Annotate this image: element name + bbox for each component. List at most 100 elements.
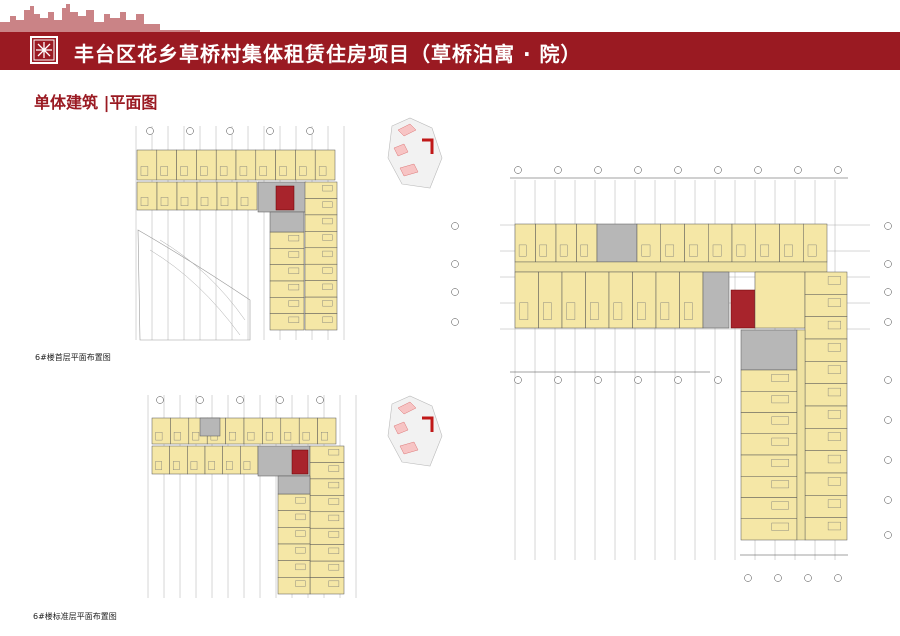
plan3-axis-bubble: [514, 376, 522, 384]
plan3-axis-bubble: [594, 376, 602, 384]
plan2-north-unit-bath: [321, 432, 328, 441]
plan3-north-unit-west-bath: [559, 244, 568, 257]
plan1-north-unit-bath: [299, 166, 307, 176]
plan3-north-unit-west-bath: [539, 244, 547, 257]
plan3-south-unit-bath: [590, 302, 599, 320]
plan1-stair: [275, 185, 295, 211]
plan2-key-plan: [387, 395, 443, 467]
plan2-east-inner-unit-bath: [295, 547, 306, 554]
plan3-east-unit-outer-bath: [827, 365, 841, 374]
plan2-key-plan-highlight: [422, 416, 434, 432]
plan2-north-unit-bath: [302, 432, 310, 441]
plan3-axis-bubble: [554, 376, 562, 384]
plan3-east-unit-inner-bath: [771, 416, 789, 425]
plan3-north-unit-east-bath: [760, 244, 770, 257]
plan2-south-unit-bath: [208, 461, 215, 470]
plan2-stair: [291, 449, 309, 475]
plan3-lobby: [754, 271, 806, 329]
plan1-east-inner-unit-bath: [288, 235, 300, 242]
plan3-east-unit-outer-bath: [827, 432, 841, 441]
plan3-east-unit-inner-bath: [771, 501, 789, 510]
plan1-south-unit-bath: [240, 197, 249, 206]
plan1-east-inner-unit: [269, 313, 305, 331]
plan2-north-unit-bath: [155, 432, 163, 441]
plan1-north-unit-bath: [180, 166, 188, 176]
plan1-axis-bubble: [266, 127, 274, 135]
plan1-north-unit-bath: [279, 166, 287, 176]
plan1-east-inner-unit-bath: [288, 300, 300, 307]
plan3-axis-bubble: [714, 166, 722, 174]
plan3-south-unit-bath: [543, 302, 552, 320]
plan1-key-plan: [387, 117, 443, 189]
plan3-east-unit-outer-bath: [827, 410, 841, 419]
plan1-axis-bubble: [186, 127, 194, 135]
plan2-south-unit-bath: [243, 461, 251, 470]
plan2-east-unit-bath: [328, 564, 340, 571]
plan1-south-unit-bath: [160, 197, 169, 206]
plan1-east-unit-bath: [322, 316, 333, 323]
plan1-key-plan-blocks: [393, 123, 419, 177]
plan2-axis-bubble: [196, 396, 204, 404]
plan3-east-unit-outer-bath: [827, 454, 841, 464]
plan1-south-unit-bath: [140, 197, 149, 206]
plan1-north-unit-bath: [160, 166, 168, 176]
plan1-east-unit-bath: [322, 300, 333, 307]
plan1-east-unit: [304, 313, 338, 331]
plan1-east-inner-unit-bath: [288, 251, 300, 258]
plan2-east-unit-bath: [328, 465, 340, 472]
plan3-east-unit-inner-bath: [771, 395, 789, 404]
ground-floor-caption: 6#楼首层平面布置图: [35, 353, 111, 362]
plan3-axis-bubble: [774, 574, 782, 582]
plan3-east-unit-outer-bath: [827, 320, 841, 330]
title-banner: 丰台区花乡草桥村集体租赁住房项目（草桥泊寓 · 院）: [0, 32, 900, 70]
plan3-axis-bubble: [884, 222, 892, 230]
plan2-north-unit-bath: [192, 432, 200, 441]
plan2-lift: [277, 475, 311, 495]
plan2-axis-bubble: [156, 396, 164, 404]
plan2-east-unit-bath: [328, 580, 340, 587]
plan3-corridor: [514, 261, 828, 273]
plan1-east-unit-bath: [322, 201, 333, 208]
plan2-east-unit-bath: [328, 481, 340, 489]
plan1-north-unit-bath: [219, 166, 228, 176]
plan3-south-unit-bath: [613, 302, 623, 320]
plan1-north-unit: [314, 149, 336, 181]
plan1-east-inner-unit-bath: [288, 267, 300, 274]
plan3-east-unit-outer-bath: [827, 298, 841, 307]
plan3-axis-bubble: [884, 456, 892, 464]
plan1-landscape-curve: [149, 239, 246, 336]
plan3-axis-bubble: [754, 166, 762, 174]
plan1-axis-bubble: [306, 127, 314, 135]
plan1-landscape-curve: [137, 229, 251, 341]
plan3-north-unit-east-bath: [665, 244, 675, 257]
plan2-east-inner-unit-bath: [295, 497, 306, 504]
plan2-east-unit-bath: [328, 514, 340, 522]
plan1-north-unit-bath: [140, 166, 149, 176]
plan3-north-unit-east-bath: [689, 244, 698, 257]
plan3-axis-bubble: [451, 318, 459, 326]
plan3-east-unit-outer-bath: [827, 343, 841, 352]
plan3-axis-bubble: [451, 260, 459, 268]
plan1-lift: [269, 211, 305, 233]
plan1-east-unit-bath: [322, 234, 333, 241]
company-emblem-icon: [30, 36, 58, 64]
plan3-east-unit-inner-bath: [771, 459, 789, 467]
plan3-axis-bubble: [554, 166, 562, 174]
plan3-north-unit-east-bath: [712, 244, 722, 257]
plan3-axis-bubble: [884, 376, 892, 384]
plan2-axis-bubble: [276, 396, 284, 404]
plan3-axis-bubble: [674, 166, 682, 174]
plan3-south-unit-bath: [519, 302, 529, 320]
plan3-core-west: [596, 223, 638, 263]
plan1-east-inner-unit-bath: [288, 284, 300, 291]
plan3-stair: [730, 289, 756, 329]
plan3-axis-bubble: [634, 376, 642, 384]
plan3-axis-bubble: [884, 318, 892, 326]
plan2-east-unit-bath: [328, 449, 340, 456]
plan1-south-unit-bath: [220, 197, 229, 206]
plan1-north-unit-bath: [259, 166, 267, 176]
plan2-axis-bubble: [316, 396, 324, 404]
plan3-axis-bubble: [884, 416, 892, 424]
plan3-east-unit-outer-bath: [827, 387, 841, 397]
plan3-south-unit-bath: [566, 302, 576, 320]
